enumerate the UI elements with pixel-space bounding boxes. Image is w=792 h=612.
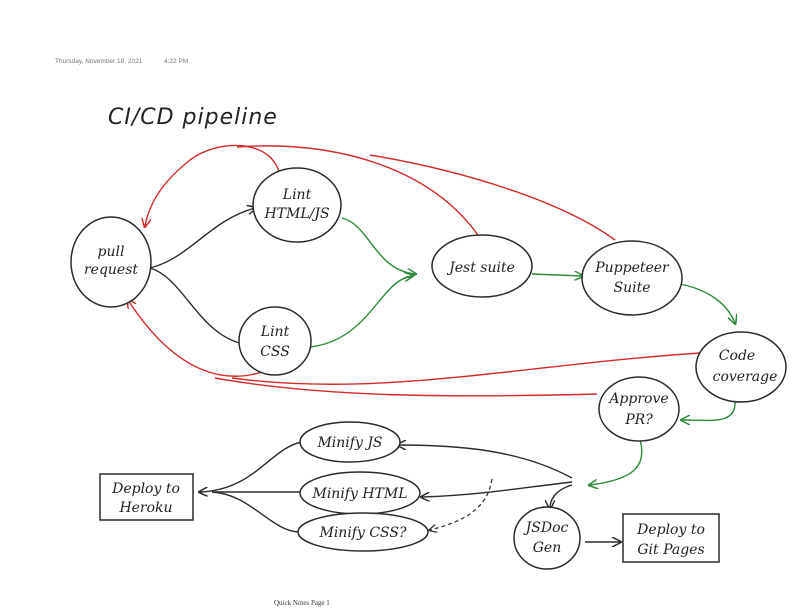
node-deploy-heroku-line1: Deploy to <box>111 481 180 497</box>
node-jest-suite-label: Jest suite <box>446 260 515 276</box>
node-pull-request: pull request <box>70 216 152 308</box>
node-minify-js: Minify JS <box>299 421 401 463</box>
node-jsdoc-gen-line1: JSDoc <box>523 520 569 536</box>
node-minify-html: Minify HTML <box>299 471 421 515</box>
edge-pr-lint-css <box>149 267 250 345</box>
node-minify-html-label: Minify HTML <box>311 486 407 502</box>
node-jsdoc-gen-line2: Gen <box>533 540 562 556</box>
node-lint-html: Lint HTML/JS <box>252 167 342 243</box>
node-jest-suite: Jest suite <box>431 234 533 298</box>
fail-edge-puppeteer <box>369 154 616 241</box>
node-puppeteer-suite: Puppeteer Suite <box>581 240 683 316</box>
node-minify-css: Minify CSS? <box>297 512 429 552</box>
node-deploy-git-pages-line1: Deploy to <box>636 522 705 538</box>
edge-puppeteer-coverage <box>679 283 735 323</box>
edge-minify-css-optional <box>430 478 493 530</box>
edge-lint-css-jest <box>309 276 412 348</box>
node-lint-css-line1: Lint <box>260 324 290 340</box>
edge-jsdoc-minify-js <box>398 445 573 479</box>
fail-edge-lint-html <box>145 144 280 226</box>
fail-edge-lint-css <box>128 300 263 377</box>
node-deploy-git-pages-line2: Git Pages <box>637 542 704 558</box>
edge-jest-puppeteer <box>531 274 582 276</box>
node-pull-request-line1: pull <box>98 244 125 260</box>
node-approve-pr: Approve PR? <box>598 376 680 442</box>
node-deploy-git-pages: Deploy to Git Pages <box>622 513 720 563</box>
node-minify-css-label: Minify CSS? <box>318 525 406 541</box>
node-deploy-heroku-line2: Heroku <box>118 500 172 516</box>
fail-edge-coverage <box>231 352 701 385</box>
page-footer: Quick Notes Page 1 <box>274 599 330 607</box>
node-minify-js-label: Minify JS <box>316 435 382 451</box>
edge-minify-css-heroku <box>211 491 299 533</box>
diagram-title: CI/CD pipeline <box>108 105 278 130</box>
node-puppeteer-suite-line2: Suite <box>614 280 651 296</box>
edge-approve-jsdoc <box>590 439 643 485</box>
edge-coverage-approve <box>682 401 736 420</box>
edge-to-jsdoc <box>550 484 573 508</box>
fail-edge-jest <box>236 145 481 239</box>
edge-pr-lint-html <box>149 208 255 269</box>
node-code-coverage-line2: coverage <box>713 369 778 385</box>
edge-lint-html-jest <box>341 217 415 274</box>
edge-jsdoc-minify-html <box>422 481 573 497</box>
note-date: Thursday, November 18, 2021 <box>55 58 143 65</box>
edge-minify-js-heroku <box>200 441 303 492</box>
node-puppeteer-suite-line1: Puppeteer <box>594 260 670 276</box>
node-deploy-heroku: Deploy to Heroku <box>99 473 194 521</box>
node-jsdoc-gen: JSDoc Gen <box>513 506 581 570</box>
node-lint-html-line2: HTML/JS <box>263 206 329 222</box>
node-pull-request-line2: request <box>84 262 138 278</box>
node-code-coverage-line1: Code <box>719 348 755 364</box>
node-approve-pr-line1: Approve <box>607 391 668 407</box>
fail-edge-approve <box>214 377 598 397</box>
node-approve-pr-line2: PR? <box>624 412 653 428</box>
node-code-coverage: Code coverage <box>695 331 787 403</box>
node-lint-html-line1: Lint <box>282 187 312 203</box>
node-lint-css-line2: CSS <box>260 344 290 360</box>
note-time: 4:22 PM <box>164 58 189 65</box>
node-lint-css: Lint CSS <box>238 306 312 376</box>
